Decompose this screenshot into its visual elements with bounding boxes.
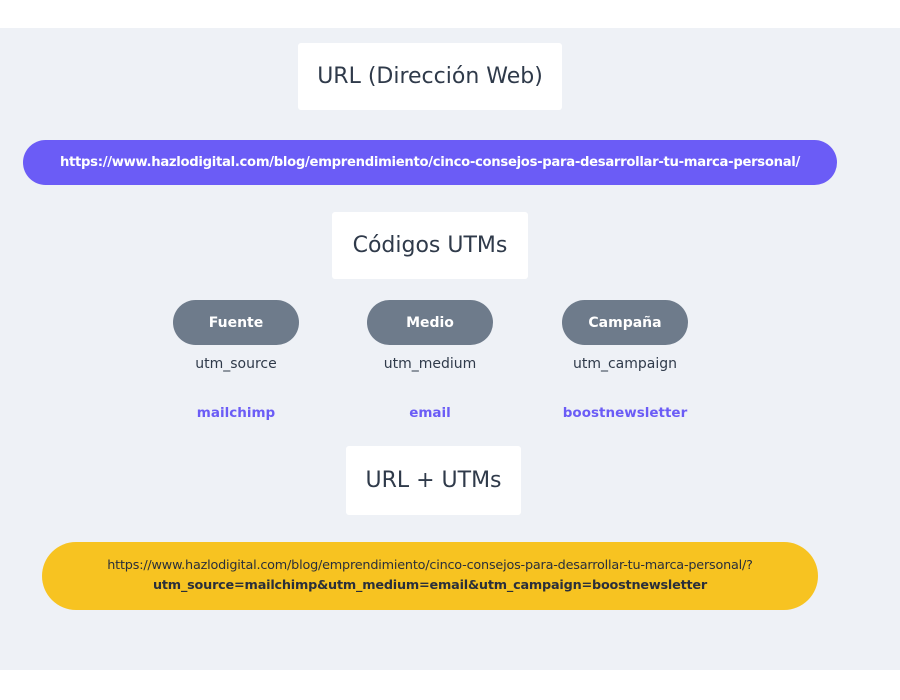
url-title: URL (Dirección Web) bbox=[298, 43, 562, 110]
utm-campaign-column: Campaña utm_campaign boostnewsletter bbox=[555, 300, 695, 421]
utm-source-value: mailchimp bbox=[196, 405, 276, 421]
utm-medium-param: utm_medium bbox=[383, 356, 477, 372]
utm-source-label-pill: Fuente bbox=[173, 300, 299, 345]
utm-codes-title: Códigos UTMs bbox=[332, 212, 528, 279]
final-url-pill: https://www.hazlodigital.com/blog/empren… bbox=[42, 542, 818, 610]
final-url-text: https://www.hazlodigital.com/blog/empren… bbox=[70, 556, 790, 596]
final-url-base: https://www.hazlodigital.com/blog/empren… bbox=[107, 558, 753, 573]
utm-source-param: utm_source bbox=[195, 356, 277, 372]
utm-campaign-param: utm_campaign bbox=[572, 356, 678, 372]
url-plus-utms-title: URL + UTMs bbox=[346, 446, 521, 515]
utm-medium-label-pill: Medio bbox=[367, 300, 493, 345]
utm-source-column: Fuente utm_source mailchimp bbox=[166, 300, 306, 421]
base-url-pill: https://www.hazlodigital.com/blog/empren… bbox=[23, 140, 837, 185]
final-url-query: utm_source=mailchimp&utm_medium=email&ut… bbox=[152, 578, 707, 593]
utm-medium-value: email bbox=[409, 405, 451, 421]
utm-medium-column: Medio utm_medium email bbox=[360, 300, 500, 421]
utm-campaign-value: boostnewsletter bbox=[562, 405, 688, 421]
utm-campaign-label-pill: Campaña bbox=[562, 300, 688, 345]
